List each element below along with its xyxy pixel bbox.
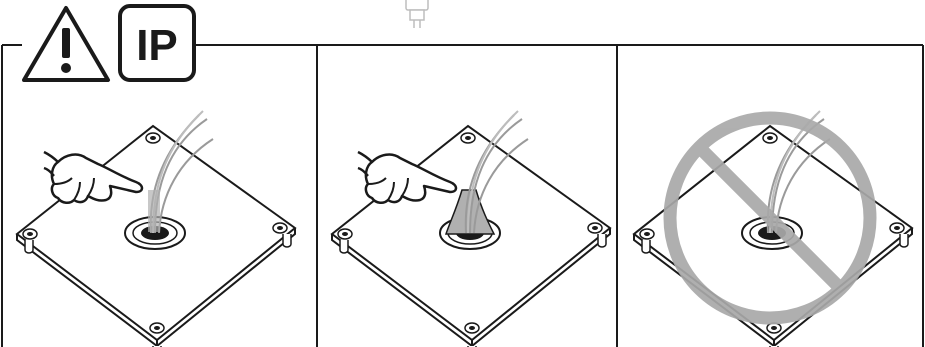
- prohibited-icon: [663, 111, 877, 325]
- mounting-plate: [16, 125, 296, 347]
- panel-3: [633, 110, 913, 347]
- ip-badge-label: IP: [136, 21, 178, 70]
- panel-frame: [1, 44, 924, 347]
- sealant-cone: [444, 189, 496, 235]
- warning-triangle-icon: [22, 6, 110, 82]
- panel-2: [331, 110, 611, 347]
- cable-sleeve: [148, 190, 160, 232]
- connector-plug-icon: [405, 0, 429, 28]
- panel-1: [16, 110, 296, 347]
- ip-rating-icon: IP: [118, 4, 196, 82]
